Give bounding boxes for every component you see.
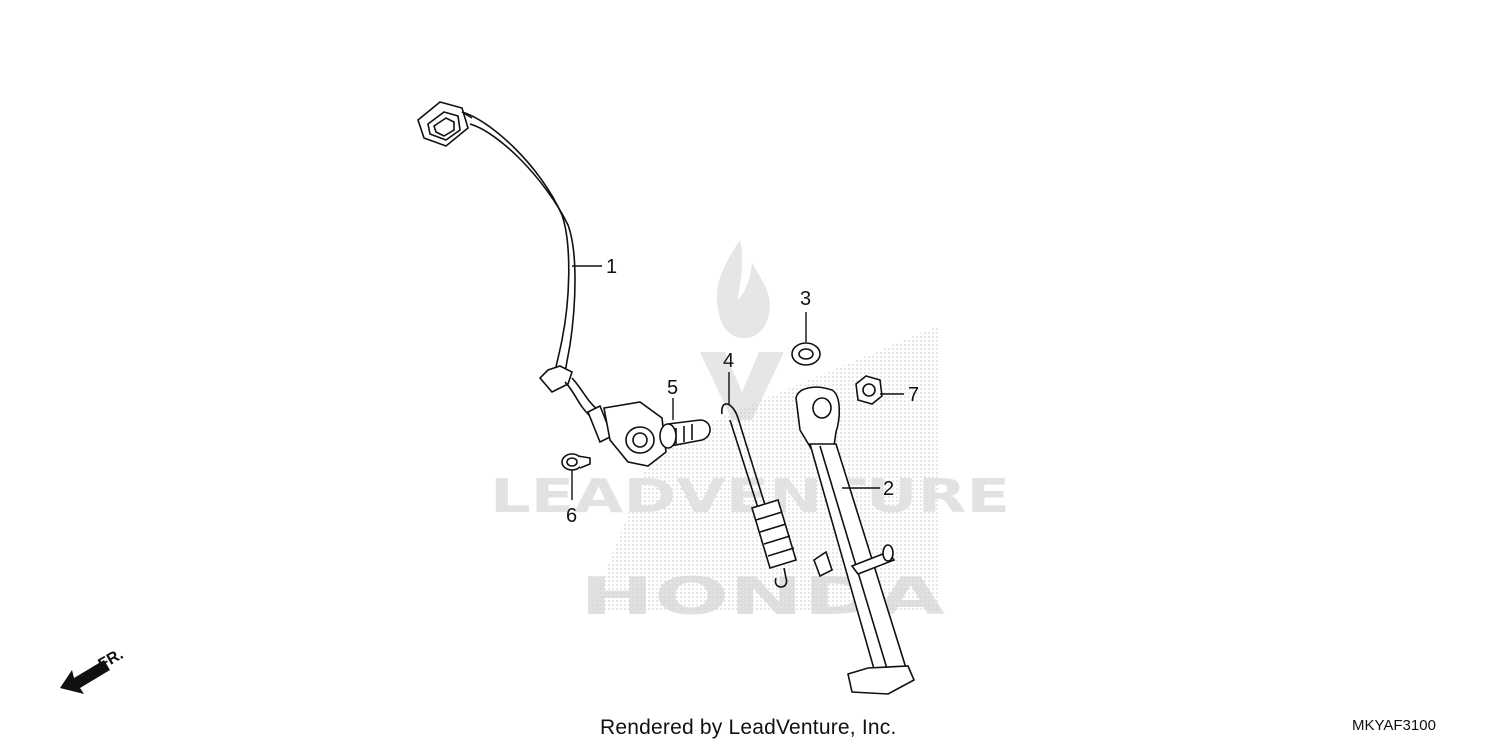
diagram-code: MKYAF3100 (1352, 717, 1436, 734)
spring-part (721, 403, 797, 588)
leader-lines (571, 265, 904, 500)
watermark-v-icon (700, 352, 784, 420)
callout-6: 6 (566, 505, 577, 527)
callout-1: 1 (606, 256, 617, 278)
callout-5: 5 (667, 377, 678, 399)
side-stand-part (795, 386, 916, 695)
callout-4: 4 (723, 350, 734, 372)
rendered-by-credit: Rendered by LeadVenture, Inc. (600, 716, 897, 739)
washer-part (791, 342, 821, 366)
callout-2: 2 (883, 478, 894, 500)
nut-part (855, 375, 883, 405)
pivot-bolt-part (659, 419, 711, 449)
callout-3: 3 (800, 288, 811, 310)
small-bolt-part (561, 453, 591, 471)
callout-7: 7 (908, 384, 919, 406)
watermark-text: LEADVENTURE (490, 469, 1010, 523)
front-direction-arrow-icon: FR. (60, 646, 126, 694)
watermark-flame-icon (716, 240, 770, 339)
side-stand-switch-part (417, 101, 667, 467)
